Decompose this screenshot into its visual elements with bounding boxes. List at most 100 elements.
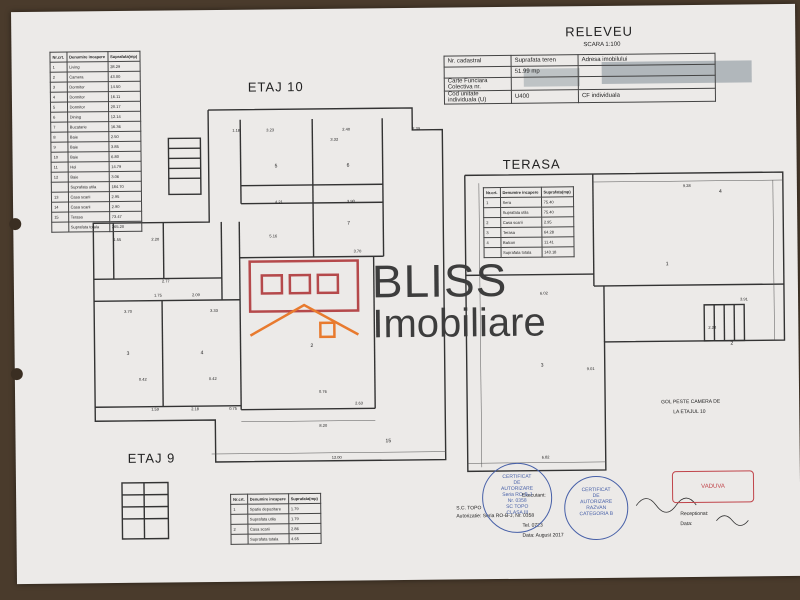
table-cell: 16.36: [108, 121, 141, 132]
table-cell: 4: [50, 92, 68, 103]
table-cell: Dining: [67, 111, 109, 123]
dimension-label: 2.39: [412, 125, 421, 131]
table-cell: 13: [51, 192, 69, 203]
table-row: Cod unitate individuala (U) U400 CF indi…: [444, 88, 716, 105]
dimension-label: 9.01: [586, 366, 595, 372]
table-cell: 1.79: [288, 503, 321, 514]
dimension-label: 3.70: [124, 308, 132, 314]
table-cell: Spatiu depozitare: [247, 503, 289, 515]
table-cell: 4: [483, 237, 501, 248]
table-cell: Suprafata utila: [67, 181, 109, 193]
dimension-label: 6.02: [539, 290, 548, 296]
floor-label-terasa: TERASA: [502, 156, 561, 172]
table-cell: Sera: [500, 197, 542, 208]
table-cell: 11: [51, 162, 68, 173]
table-cell: 14.79: [108, 161, 141, 172]
dimension-label: 2.40: [342, 126, 351, 132]
gol-label: GOL PESTE CAMERA DE: [661, 398, 721, 406]
room-number: 3: [126, 350, 130, 357]
dimension-label: 2.24: [708, 324, 717, 330]
table-cell: Dormitor: [66, 91, 109, 103]
table-cell: Living: [66, 61, 108, 73]
table-cell: 75.40: [541, 196, 574, 208]
dimension-label: 8.20: [319, 422, 328, 428]
table-cell: 2.90: [109, 201, 142, 212]
table-cell: 2.95: [108, 191, 142, 202]
table-cell: 15: [51, 212, 69, 223]
stamp-text: CLASA III: [506, 509, 529, 516]
dimension-label: 3.32: [330, 136, 339, 142]
table-cell: 1: [50, 62, 67, 73]
table-cell: 3.06: [108, 171, 142, 182]
table-cell: 11.41: [541, 236, 574, 248]
table-cell: Denumire incapere: [66, 51, 108, 63]
dimension-label: 3.33: [210, 307, 218, 314]
floor-label-etaj9: ETAJ 9: [127, 450, 176, 466]
table-cell: 12: [51, 172, 68, 183]
table-cell: [51, 222, 69, 233]
stamp-text: CATEGORIA B: [579, 510, 614, 518]
red-stamp: VADUVA: [671, 470, 755, 504]
table-cell: 1.79: [288, 513, 321, 524]
table-cell: Nr.crt.: [230, 494, 248, 505]
table-cell: [230, 514, 248, 525]
room-number: 6: [346, 162, 350, 169]
table-cell: 2: [483, 217, 501, 228]
table-cell: [51, 182, 68, 193]
table-cell: 12.14: [108, 111, 141, 122]
table-cell: 3.85: [108, 141, 141, 152]
table-cell: Cod unitate individuala (U): [444, 90, 512, 105]
room-number: 3: [540, 362, 544, 369]
table-cell: [511, 76, 579, 91]
table-cell: 5: [50, 102, 68, 113]
table-cell: Nr.crt.: [483, 187, 501, 198]
table-cell: 4.65: [288, 533, 321, 544]
dimension-label: 1.59: [151, 406, 160, 412]
company-name: S.C. TOPO: [456, 505, 482, 512]
table-cell: 7: [50, 122, 68, 133]
floor-label-etaj10: ETAJ 10: [247, 79, 304, 95]
table-cell: 2: [230, 524, 248, 535]
stamp-text: VADUVA: [701, 483, 725, 490]
table-cell: 6.80: [108, 151, 141, 162]
gol-label: LA ETAJUL 10: [673, 408, 706, 416]
table-cell: Suprafata(mp): [288, 493, 321, 504]
table-cell: 1: [230, 504, 248, 515]
table-cell: 28.29: [107, 61, 140, 72]
dimension-label: 5.16: [269, 233, 278, 239]
table-cell: Dormitor: [66, 81, 108, 93]
dimension-label: 1.18: [232, 127, 241, 133]
room-number: 1: [665, 261, 669, 268]
watermark-logo-line2: Imobiliare: [372, 300, 546, 347]
table-cell: 73.47: [109, 211, 142, 222]
receptionat-label: Receptionat:: [680, 510, 709, 518]
table-cell: Baie: [67, 131, 109, 143]
table-cell: Denumire incapere: [499, 187, 542, 198]
dimension-label: 3.23: [266, 127, 275, 133]
table-cell: Bucatarie: [67, 121, 109, 133]
table-cell: 2.86: [288, 523, 321, 534]
dimension-label: 12.00: [331, 454, 342, 460]
room-number: 2: [730, 340, 734, 347]
table-cell: 51.99 mp: [511, 65, 579, 78]
room-number: 5: [274, 163, 278, 170]
dimension-label: 4.21: [275, 199, 283, 205]
table-cell: 14: [51, 202, 69, 213]
info-table: Nr. cadastral Suprafata teren Adresa imo…: [444, 53, 716, 105]
table-cell: Suprafata totala: [247, 533, 289, 545]
table-cell: Nr.crt.: [49, 52, 67, 63]
table-cell: 43.00: [107, 71, 140, 82]
table-cell: Baie: [67, 151, 109, 163]
table-cell: Terasa: [500, 227, 542, 238]
table-cell: Casa scarii: [68, 201, 110, 213]
dimension-label: 3.91: [740, 296, 748, 302]
table-cell: Suprafata teren: [511, 54, 579, 67]
table-cell: CF individuala: [578, 88, 716, 103]
table-cell: Terasa: [68, 211, 110, 223]
table-cell: [444, 66, 512, 79]
table-cell: 64.28: [541, 226, 574, 238]
scale-label: SCARA 1:100: [583, 41, 621, 49]
table-cell: 1: [483, 197, 501, 208]
room-number: 15: [385, 438, 392, 445]
